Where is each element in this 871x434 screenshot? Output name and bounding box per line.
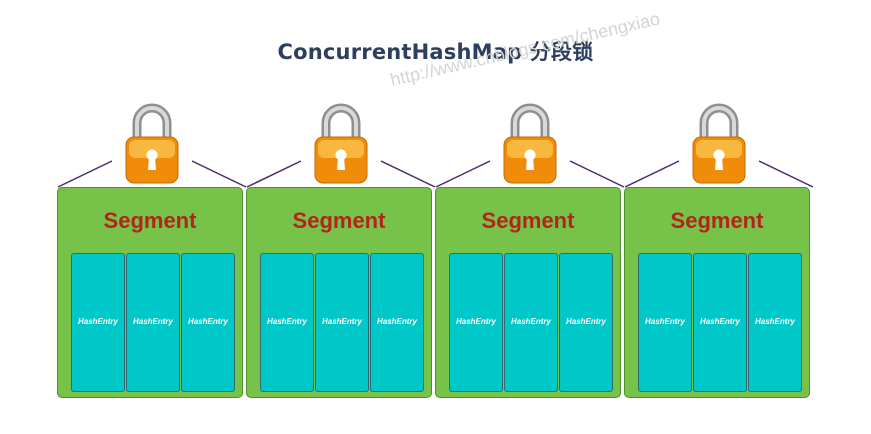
hash-entry: HashEntry [559, 253, 613, 392]
hash-entry-label: HashEntry [699, 317, 740, 326]
hash-entry: HashEntry [693, 253, 747, 392]
hash-entry-label: HashEntry [132, 317, 173, 326]
hash-entry-label: HashEntry [187, 317, 228, 326]
hash-entry-label: HashEntry [376, 317, 417, 326]
segment-label: Segment [292, 208, 386, 233]
hash-entry: HashEntry [71, 253, 125, 392]
hash-entry-group: HashEntry HashEntry HashEntry [449, 253, 614, 392]
connector-line [380, 160, 436, 188]
hash-entry-group: HashEntry HashEntry HashEntry [71, 253, 236, 392]
connector-line [191, 160, 247, 188]
connector-line [57, 160, 113, 188]
segment-box: Segment HashEntry HashEntry HashEntry [624, 187, 810, 398]
hash-entry-label: HashEntry [565, 317, 606, 326]
padlock-icon [692, 103, 746, 184]
connector-line [246, 160, 302, 188]
hash-entry: HashEntry [126, 253, 180, 392]
hash-entry-label: HashEntry [644, 317, 685, 326]
hash-entry: HashEntry [260, 253, 314, 392]
segment-box: Segment HashEntry HashEntry HashEntry [246, 187, 432, 398]
hash-entry: HashEntry [748, 253, 802, 392]
hash-entry-label: HashEntry [77, 317, 118, 326]
hash-entry-group: HashEntry HashEntry HashEntry [260, 253, 425, 392]
padlock-icon [125, 103, 179, 184]
segment-label: Segment [481, 208, 575, 233]
hash-entry: HashEntry [638, 253, 692, 392]
hash-entry-label: HashEntry [510, 317, 551, 326]
segment-label: Segment [103, 208, 197, 233]
hash-entry: HashEntry [315, 253, 369, 392]
connector-line [758, 160, 814, 188]
hash-entry: HashEntry [504, 253, 558, 392]
hash-entry: HashEntry [449, 253, 503, 392]
padlock-icon [314, 103, 368, 184]
hash-entry-label: HashEntry [455, 317, 496, 326]
hash-entry-group: HashEntry HashEntry HashEntry [638, 253, 803, 392]
padlock-icon [503, 103, 557, 184]
diagram-title: ConcurrentHashMap 分段锁 [277, 40, 594, 64]
segment-label: Segment [670, 208, 764, 233]
hash-entry: HashEntry [181, 253, 235, 392]
hash-entry-label: HashEntry [754, 317, 795, 326]
connector-line [569, 160, 625, 188]
connector-line [624, 160, 680, 188]
connector-line [435, 160, 491, 188]
segment-box: Segment HashEntry HashEntry HashEntry [435, 187, 621, 398]
segment-box: Segment HashEntry HashEntry HashEntry [57, 187, 243, 398]
hash-entry: HashEntry [370, 253, 424, 392]
hash-entry-label: HashEntry [266, 317, 307, 326]
hash-entry-label: HashEntry [321, 317, 362, 326]
